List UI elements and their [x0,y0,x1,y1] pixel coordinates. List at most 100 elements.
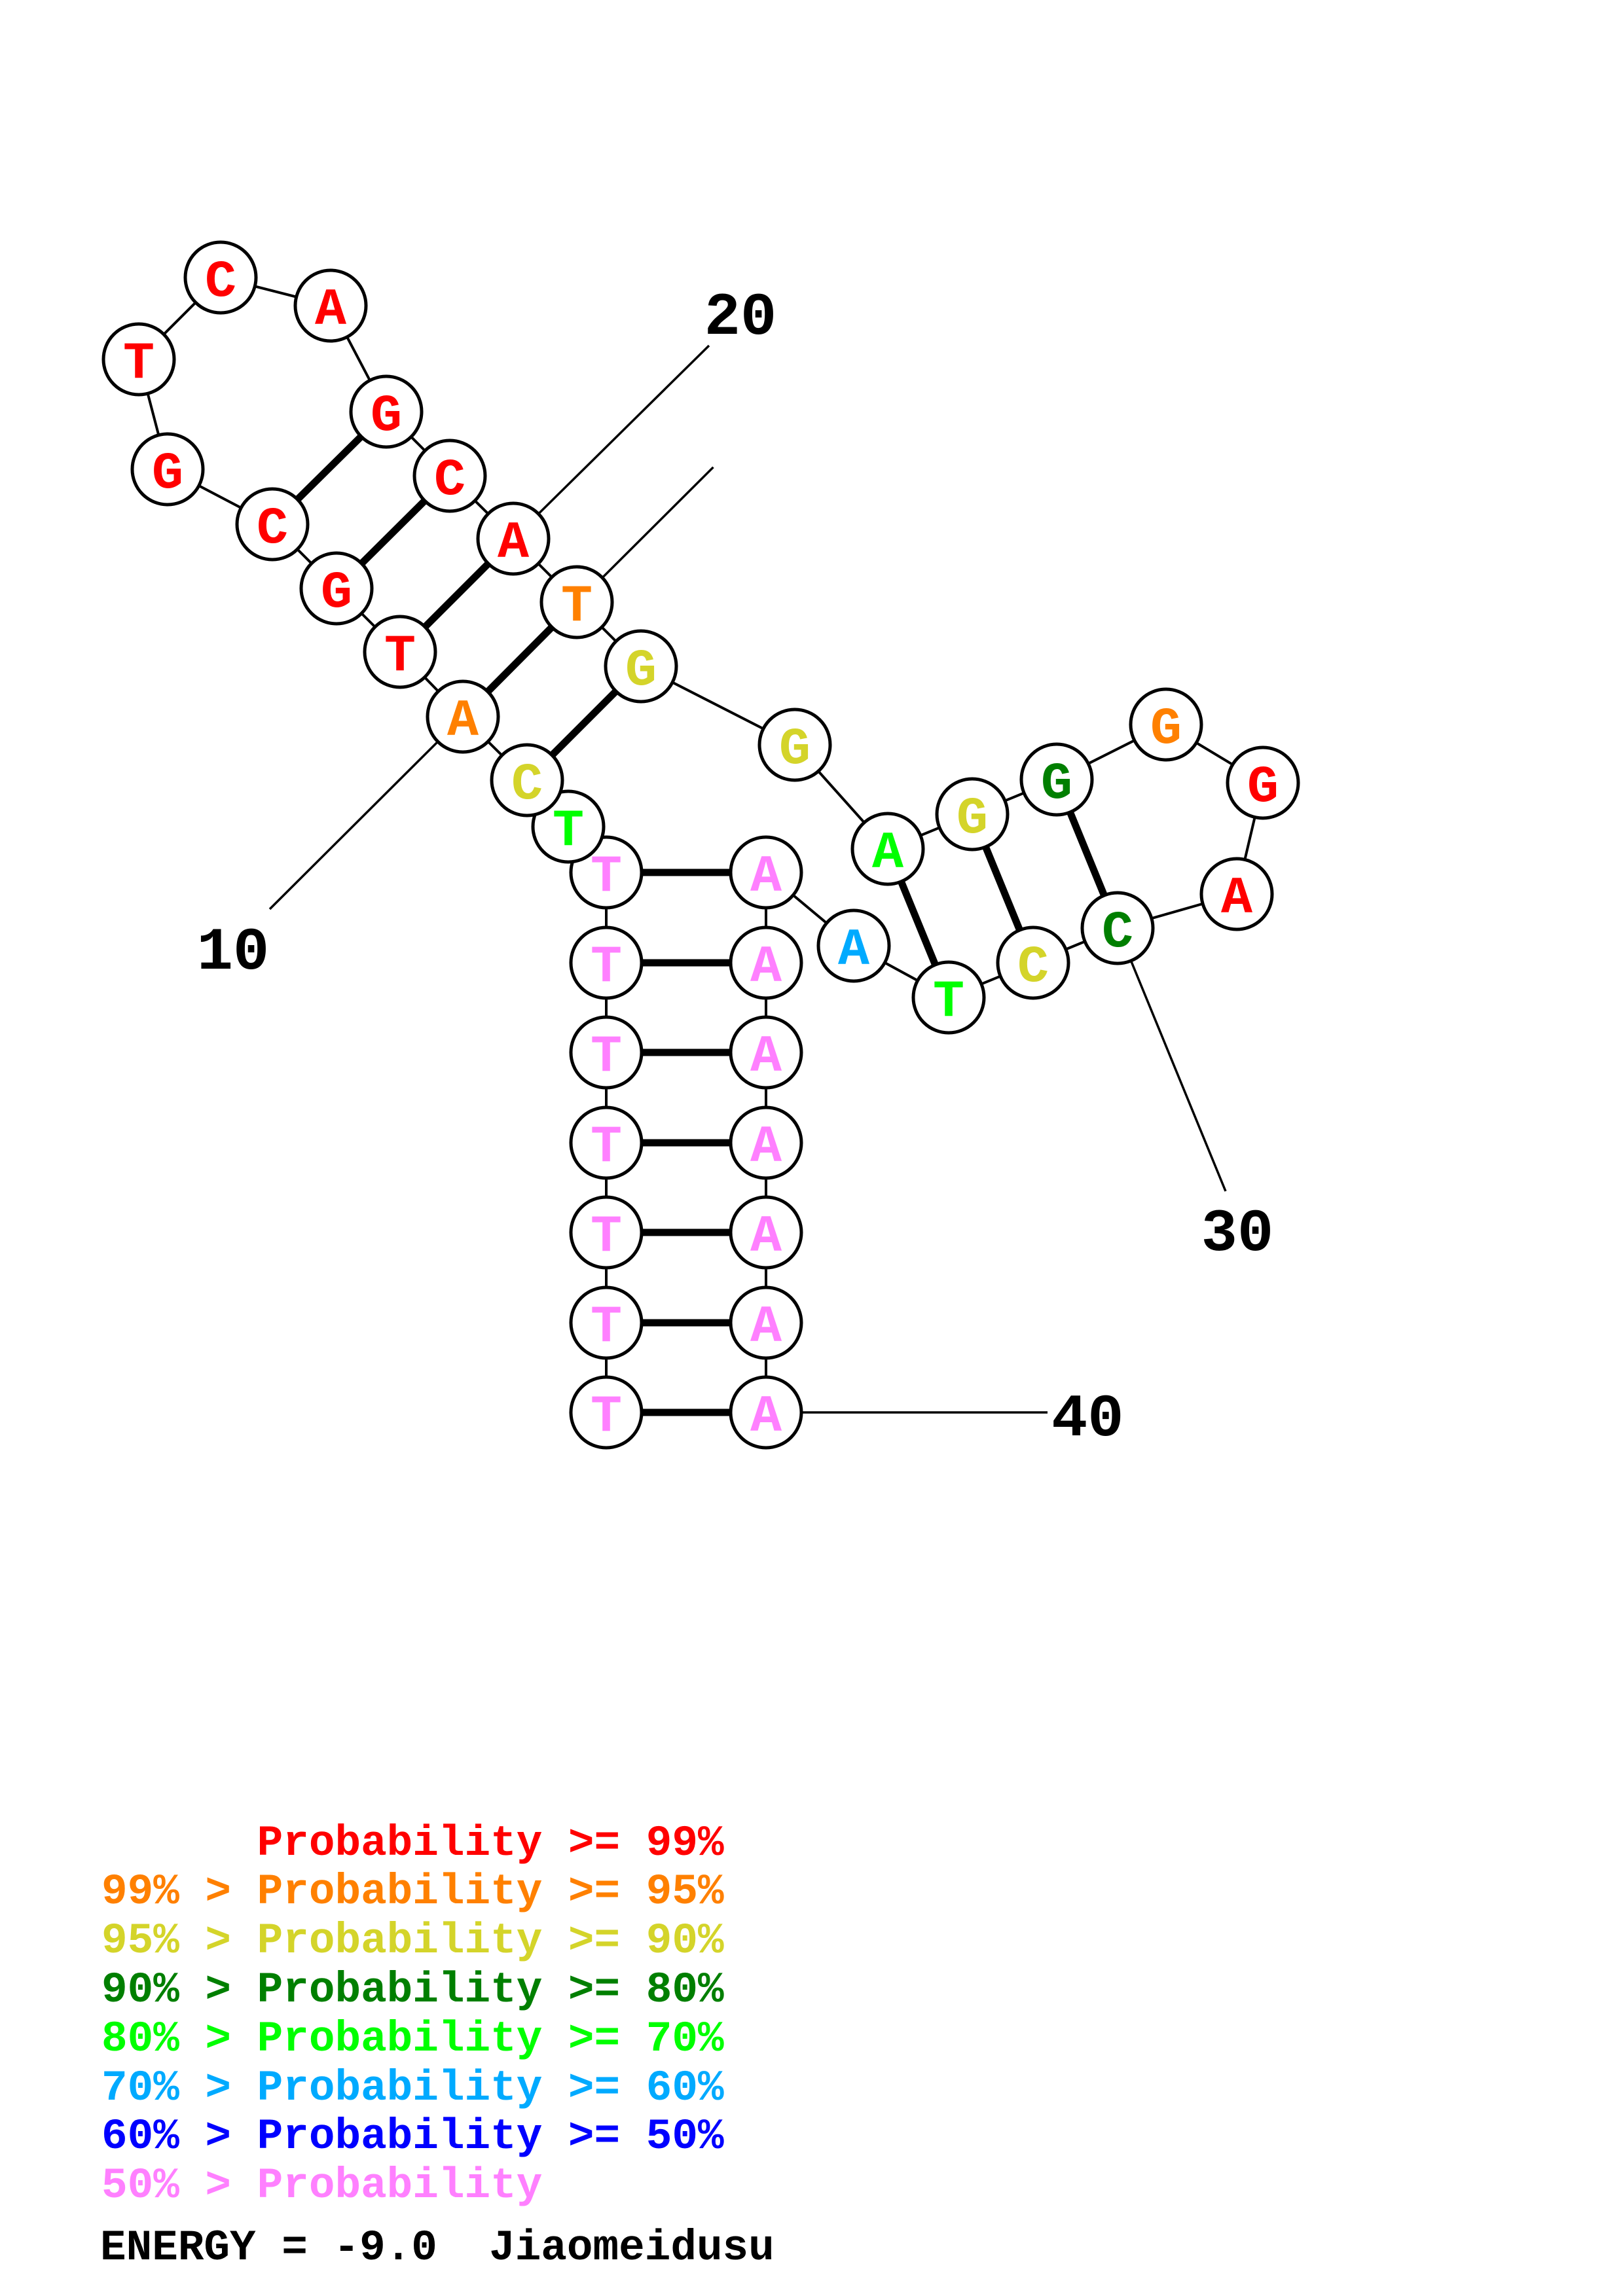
nucleotide-letter: T [123,334,155,394]
nucleotide-circle [911,960,986,1035]
nucleotide-27: G [1129,687,1203,762]
nucleotide-circle [569,1015,644,1090]
nucleotide-circle [349,374,424,449]
nucleotide-letter: A [750,1298,782,1357]
legend-line-5: 80% > Probability >= 70% [101,2015,724,2064]
nucleotide-17: A [293,268,368,343]
nucleotide-letter: G [321,564,352,623]
nucleotide-14: G [130,432,205,507]
nucleotide-25: G [935,777,1010,852]
nucleotide-circle [850,812,925,886]
position-label-30: 30 [1201,1200,1273,1268]
nucleotide-letter: G [779,720,811,780]
nucleotide-letter: A [750,938,782,997]
nucleotide-circle [569,1285,644,1360]
nucleotide-letter: A [498,514,530,573]
nucleotide-circle [235,487,310,562]
nucleotide-circle [1199,857,1274,931]
nucleotide-circle [1080,891,1155,965]
nucleotide-letter: T [591,1388,622,1447]
legend-line-4: 90% > Probability >= 80% [101,1965,724,2015]
nucleotide-letter: G [152,444,183,504]
nucleotide-letter: A [750,848,782,907]
nucleotide-letter: T [591,1208,622,1267]
position-label-line-20 [512,344,710,540]
nucleotide-21: T [539,565,614,639]
nucleotide-10: A [426,679,500,754]
nucleotide-8: T [531,789,606,864]
nucleotide-letter: T [591,1118,622,1177]
nucleotide-letter: A [872,824,904,884]
nucleotide-letter: C [434,451,465,511]
nucleotide-circle [476,501,551,576]
nucleotide-circle [996,925,1070,1000]
probability-legend: Probability >= 99% 99% > Probability >= … [101,1819,724,2210]
position-labels: 10 20 30 40 [197,283,1273,1454]
nucleotide-letter: T [591,1298,622,1357]
nucleotide-letter: T [561,577,593,637]
nucleotide-37: A [729,1105,803,1180]
nucleotide-22: G [604,629,678,704]
nucleotide-circle [757,708,832,782]
position-label-20: 20 [704,283,776,352]
nucleotide-23: G [757,708,832,782]
nucleotide-24: A [850,812,925,886]
nucleotide-11: T [363,615,437,689]
nucleotide-4: T [569,1105,644,1180]
nucleotide-circle [490,743,564,817]
nucleotide-letter: T [933,973,964,1032]
nucleotide-letter: G [1150,700,1182,759]
nucleotide-letter: G [1247,758,1279,817]
nucleotide-30: C [1080,891,1155,965]
nucleotide-circle [729,835,803,910]
nucleotide-6: T [569,925,644,1000]
nucleotide-letter: C [1102,903,1133,963]
nucleotide-letter: G [371,387,402,446]
nucleotide-circle [729,1195,803,1270]
nucleotide-circle [293,268,368,343]
nucleotide-19: C [412,439,487,513]
nucleotide-29: A [1199,857,1274,931]
nucleotide-39: A [729,1285,803,1360]
nucleotide-circle [363,615,437,689]
nucleotide-letter: A [750,1118,782,1177]
nucleotide-20: A [476,501,551,576]
nucleotide-letter: T [591,938,622,997]
position-label-40: 40 [1051,1385,1123,1454]
nucleotide-circle [1226,745,1300,820]
nucleotide-circle [299,551,374,626]
nucleotide-36: A [729,1015,803,1090]
nucleotide-letter: A [750,1028,782,1087]
nucleotide-38: A [729,1195,803,1270]
energy-footer: ENERGY = -9.0 Jiaomeidusu [100,2223,775,2272]
nucleotide-3: T [569,1195,644,1270]
legend-line-7: 60% > Probability >= 50% [101,2112,724,2161]
nucleotide-circle [569,925,644,1000]
legend-line-3: 95% > Probability >= 90% [101,1916,724,1965]
nucleotide-2: T [569,1285,644,1360]
nucleotide-28: G [1226,745,1300,820]
nucleotide-circle [604,629,678,704]
nucleotide-circle [729,925,803,1000]
nucleotide-40: A [729,1375,803,1450]
nucleotide-letter: A [750,1388,782,1447]
nucleotide-circle [569,1105,644,1180]
nucleotide-31: C [996,925,1070,1000]
nucleotide-circle [101,322,176,397]
nucleotide-18: G [349,374,424,449]
nucleotide-15: T [101,322,176,397]
nucleotide-circle [935,777,1010,852]
nucleotide-letter: T [553,802,584,861]
nucleotide-circle [183,240,258,315]
nucleotide-circle [729,1375,803,1450]
nucleotide-circle [1129,687,1203,762]
legend-line-6: 70% > Probability >= 60% [101,2064,724,2113]
nucleotide-letter: C [257,499,288,559]
nucleotide-circle [539,565,614,639]
nucleotide-letter: C [511,755,543,815]
position-label-10: 10 [197,918,269,987]
nucleotide-letter: A [838,921,870,980]
nucleotide-letter: T [591,848,622,907]
